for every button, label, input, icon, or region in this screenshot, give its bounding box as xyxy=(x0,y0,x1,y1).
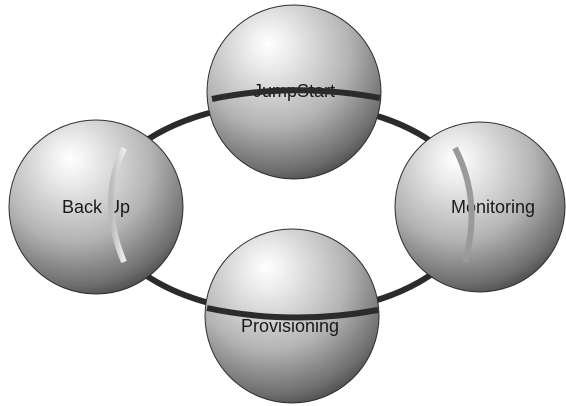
ring-front-segments xyxy=(108,87,475,321)
node-backup: Back Up xyxy=(8,119,184,295)
sphere-monitoring xyxy=(394,121,566,293)
sphere-backup xyxy=(8,119,184,295)
label-monitoring: Monitoring xyxy=(451,197,535,217)
node-monitoring: Monitoring xyxy=(394,121,566,293)
label-backup: Back Up xyxy=(62,197,130,217)
label-provisioning: Provisioning xyxy=(241,316,339,336)
